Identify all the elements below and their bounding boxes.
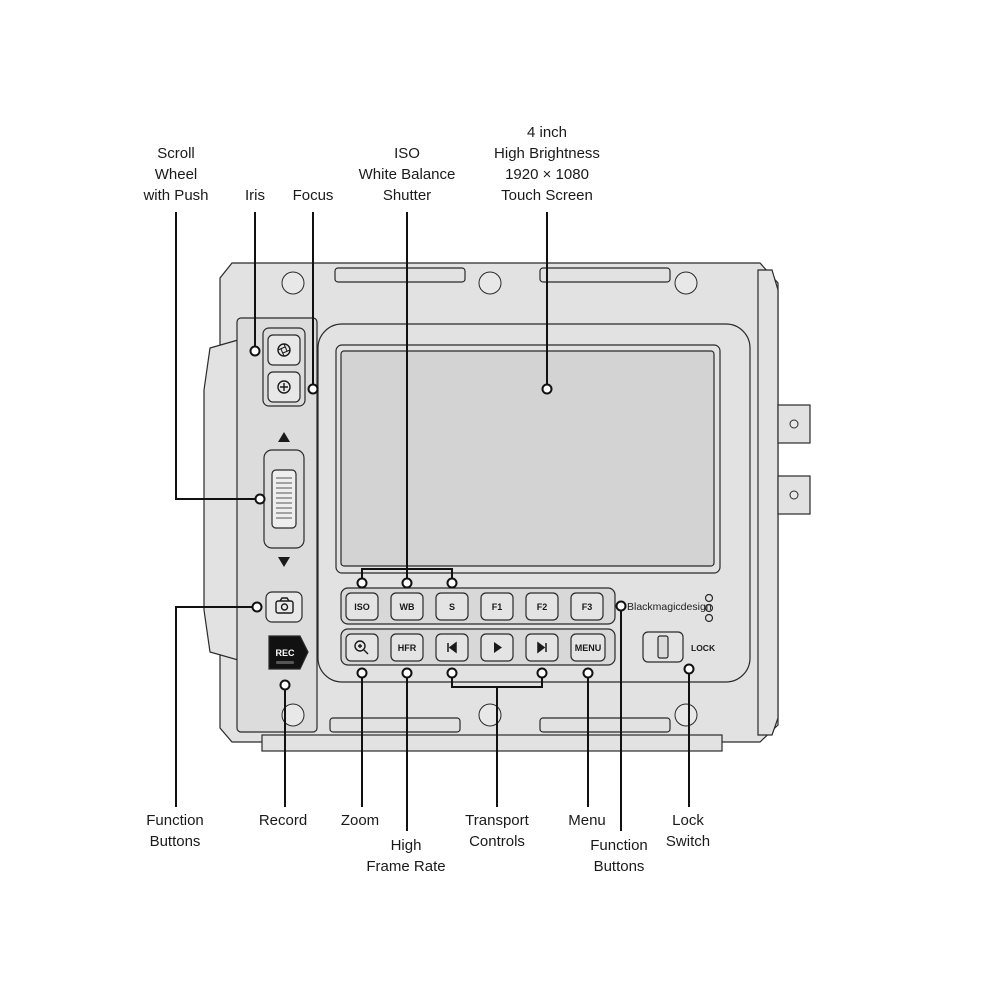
wb-label: WB — [400, 602, 415, 612]
screw — [478, 703, 502, 727]
leader-dots — [249, 345, 695, 691]
iris-icon — [277, 343, 291, 357]
callout-zoom: Zoom — [340, 812, 380, 829]
lock-label: LOCK — [691, 643, 716, 653]
zoom-button[interactable] — [345, 633, 379, 662]
rec-indicator — [276, 661, 294, 664]
bottom-strip-left — [329, 717, 461, 733]
f1-button[interactable] — [480, 592, 514, 621]
callout-focus: Focus — [292, 187, 334, 204]
callout-iris: Iris — [245, 187, 265, 204]
shutter-label: S — [449, 602, 455, 612]
screw — [674, 271, 698, 295]
scroll-wheel-ridges — [276, 477, 292, 519]
f3-button[interactable] — [570, 592, 604, 621]
leader-lines — [175, 212, 690, 831]
hfr-button[interactable] — [390, 633, 424, 662]
skip-back-icon — [447, 641, 457, 654]
connector-screw — [789, 419, 799, 429]
callout-lock-switch: Lock Switch — [665, 812, 711, 850]
top-strip-left — [334, 267, 466, 283]
right-side-panel — [757, 269, 779, 736]
f2-button[interactable] — [525, 592, 559, 621]
f2-label: F2 — [537, 602, 548, 612]
zoom-icon — [354, 640, 369, 655]
callout-function-buttons-left: Function Buttons — [146, 812, 204, 850]
bottom-strip-right — [539, 717, 671, 733]
callout-function-buttons-right: Function Buttons — [590, 837, 648, 875]
screw — [281, 703, 305, 727]
menu-button[interactable] — [570, 633, 606, 662]
arrow-down-icon — [278, 557, 290, 567]
connector-screw — [789, 490, 799, 500]
f3-label: F3 — [582, 602, 593, 612]
callout-iso-wb-shutter: ISO White Balance Shutter — [358, 145, 456, 204]
hfr-label: HFR — [398, 643, 417, 653]
touch-screen[interactable] — [340, 350, 715, 567]
callout-scroll-wheel: Scroll Wheel with Push — [143, 145, 209, 204]
camera-icon — [275, 597, 294, 614]
screw — [478, 271, 502, 295]
f1-label: F1 — [492, 602, 503, 612]
focus-icon — [277, 380, 291, 394]
callout-high-frame-rate: High Frame Rate — [366, 837, 446, 875]
play-icon — [494, 642, 502, 653]
iso-label: ISO — [354, 602, 370, 612]
callout-touch-screen: 4 inch High Brightness 1920 × 1080 Touch… — [494, 124, 600, 204]
menu-label: MENU — [575, 643, 602, 653]
scroll-wheel[interactable] — [271, 469, 297, 529]
iso-button[interactable] — [345, 592, 379, 621]
iris-button[interactable] — [267, 334, 301, 366]
wb-button[interactable] — [390, 592, 424, 621]
brand-logo: Blackmagicdesign — [627, 601, 712, 613]
status-indicators — [704, 593, 714, 623]
rec-label: REC — [275, 648, 295, 658]
bottom-base — [261, 734, 723, 752]
arrow-up-icon — [278, 432, 290, 442]
lock-switch-knob — [657, 635, 669, 659]
camera-button[interactable] — [265, 591, 303, 623]
screw — [674, 703, 698, 727]
skip-forward-icon — [537, 641, 547, 654]
screw — [281, 271, 305, 295]
callout-transport-controls: Transport Controls — [465, 812, 529, 850]
callout-menu: Menu — [568, 812, 606, 829]
callout-record: Record — [258, 812, 308, 829]
top-strip-right — [539, 267, 671, 283]
record-button[interactable] — [268, 635, 309, 670]
shutter-button[interactable] — [435, 592, 469, 621]
